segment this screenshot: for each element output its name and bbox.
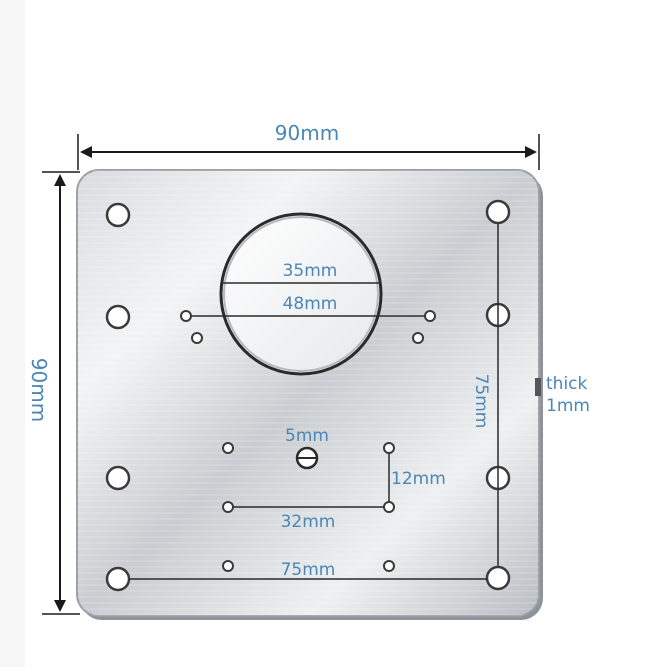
left-hole-column — [105, 202, 131, 592]
small-hole — [412, 332, 424, 344]
vertical-small-label: 12mm — [391, 469, 446, 489]
plate-brush-texture — [77, 170, 539, 616]
hole-outer-label: 48mm — [283, 294, 338, 314]
small-hole — [383, 501, 395, 513]
hole-left-3 — [105, 465, 131, 491]
thickness-label-line1: thick — [546, 374, 588, 394]
internal-dimension-lines — [129, 224, 499, 580]
hole-right-4 — [485, 565, 511, 591]
small-hole — [424, 310, 436, 322]
small-hole — [383, 442, 395, 454]
slot-5mm — [295, 446, 319, 470]
small-hole — [222, 442, 234, 454]
horizontal-small-label: 32mm — [281, 512, 336, 532]
small-hole — [191, 332, 203, 344]
height-label: 90mm — [27, 358, 51, 422]
hole-left-1 — [105, 202, 131, 228]
hole-left-2 — [105, 304, 131, 330]
small-holes — [180, 310, 436, 572]
small-hole — [180, 310, 192, 322]
left-margin-strip — [0, 0, 25, 667]
hole-right-1 — [485, 199, 511, 225]
thickness-marker — [535, 378, 541, 396]
thickness-label-line2: 1mm — [546, 396, 590, 416]
hole-left-4 — [105, 566, 131, 592]
right-vertical-label: 75mm — [471, 374, 491, 429]
small-hole — [222, 501, 234, 513]
width-label: 90mm — [275, 121, 339, 145]
slot-label: 5mm — [285, 426, 329, 446]
large-hole-bevel — [223, 216, 379, 372]
horizontal-bottom-label: 75mm — [281, 560, 336, 580]
large-center-hole — [219, 212, 383, 376]
small-hole — [383, 560, 395, 572]
hole-inner-label: 35mm — [283, 261, 338, 281]
small-hole — [222, 560, 234, 572]
